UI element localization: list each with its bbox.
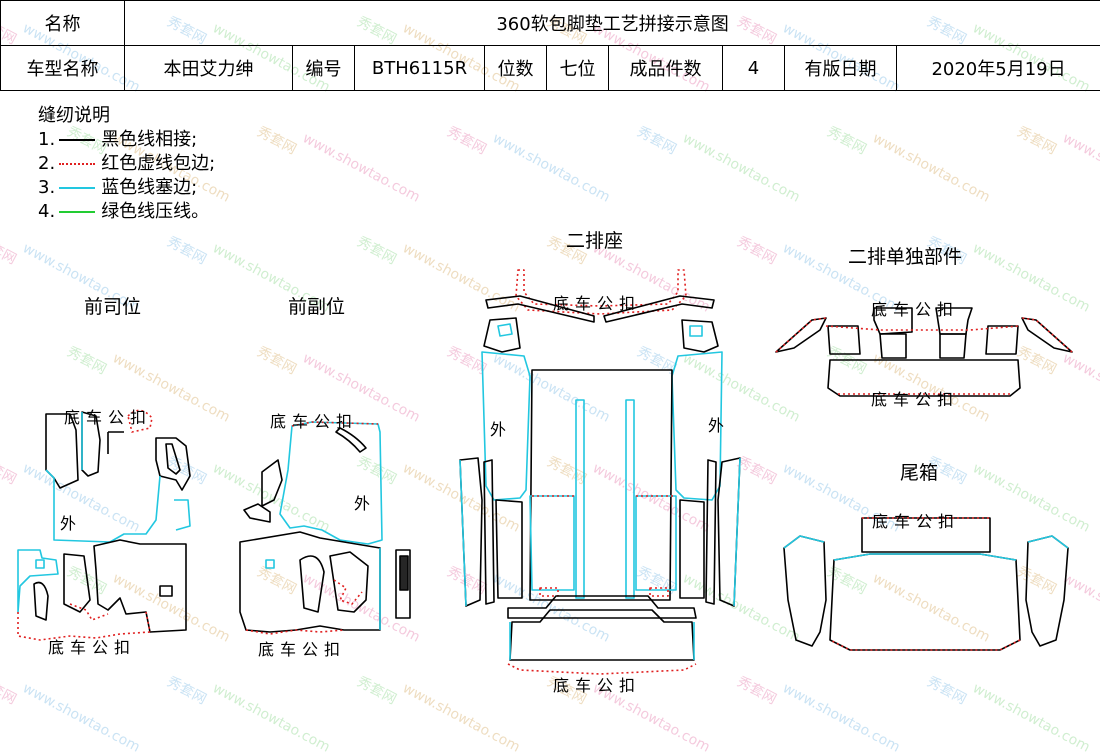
passenger-outer-label: 外 [354, 490, 376, 514]
second-row-buckle-bottom-label: 底车公扣 [553, 672, 641, 696]
driver-buckle-bottom-label: 底车公扣 [48, 634, 136, 658]
second-row-buckle-top-label: 底车公扣 [553, 290, 641, 314]
trunk-mat-pieces [784, 518, 1068, 650]
driver-mat-pieces [18, 410, 190, 640]
passenger-buckle-top-label: 底车公扣 [270, 408, 358, 432]
passenger-buckle-bottom-label: 底车公扣 [258, 636, 346, 660]
driver-outer-label: 外 [60, 510, 82, 534]
trunk-buckle-label: 底车公扣 [872, 508, 960, 532]
second-row-outer-right-label: 外 [708, 412, 730, 436]
second-row-separate-pieces [776, 308, 1072, 396]
second-row-mat-pieces [460, 270, 740, 674]
mat-cut-patterns [0, 0, 1100, 734]
second-row-outer-left-label: 外 [490, 416, 512, 440]
driver-buckle-top-label: 底车公扣 [64, 404, 152, 428]
passenger-mat-pieces [240, 422, 410, 634]
separate-parts-buckle-top-label: 底车公扣 [871, 296, 959, 320]
separate-parts-buckle-bottom-label: 底车公扣 [871, 386, 959, 410]
